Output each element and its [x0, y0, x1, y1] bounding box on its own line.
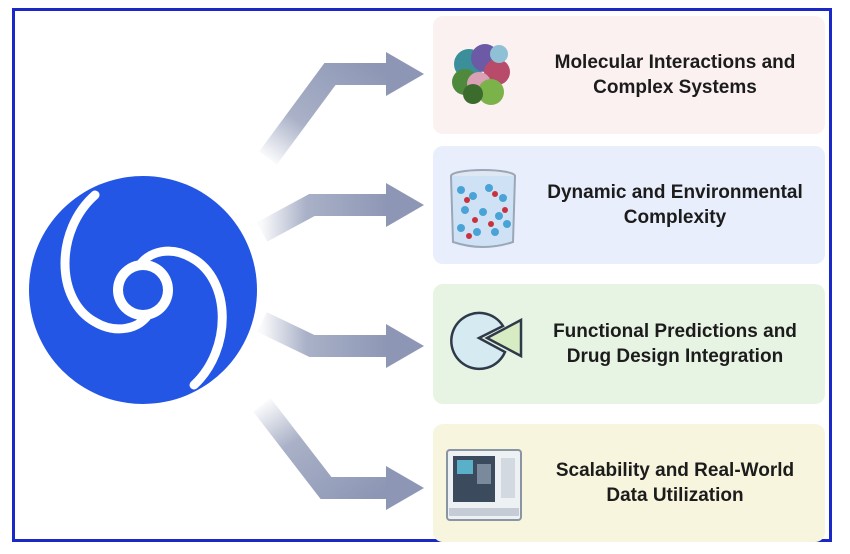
arrow-to-card-3: [257, 312, 424, 368]
protein-complex-icon: [452, 44, 510, 105]
pacman-binding-icon: [450, 311, 523, 371]
arrow-to-card-2: [256, 183, 424, 242]
card-label: Molecular Interactions and Complex Syste…: [554, 52, 796, 98]
card-functional-predictions: Functional Predictions and Drug Design I…: [433, 284, 825, 404]
card-label: Dynamic and Environmental Complexity: [547, 182, 803, 228]
card-label: Functional Predictions and Drug Design I…: [553, 321, 797, 367]
beaker-molecules-icon: [450, 169, 516, 248]
swirl-logo-icon: [29, 176, 257, 404]
arrow-to-card-4: [253, 398, 424, 510]
lab-instrument-icon: [446, 449, 522, 521]
card-scalability: Scalability and Real-World Data Utilizat…: [433, 424, 825, 542]
card-label: Scalability and Real-World Data Utilizat…: [555, 460, 795, 506]
arrow-to-card-1: [259, 52, 424, 165]
card-dynamic-environmental: Dynamic and Environmental Complexity: [433, 146, 825, 264]
card-molecular-interactions: Molecular Interactions and Complex Syste…: [433, 16, 825, 134]
